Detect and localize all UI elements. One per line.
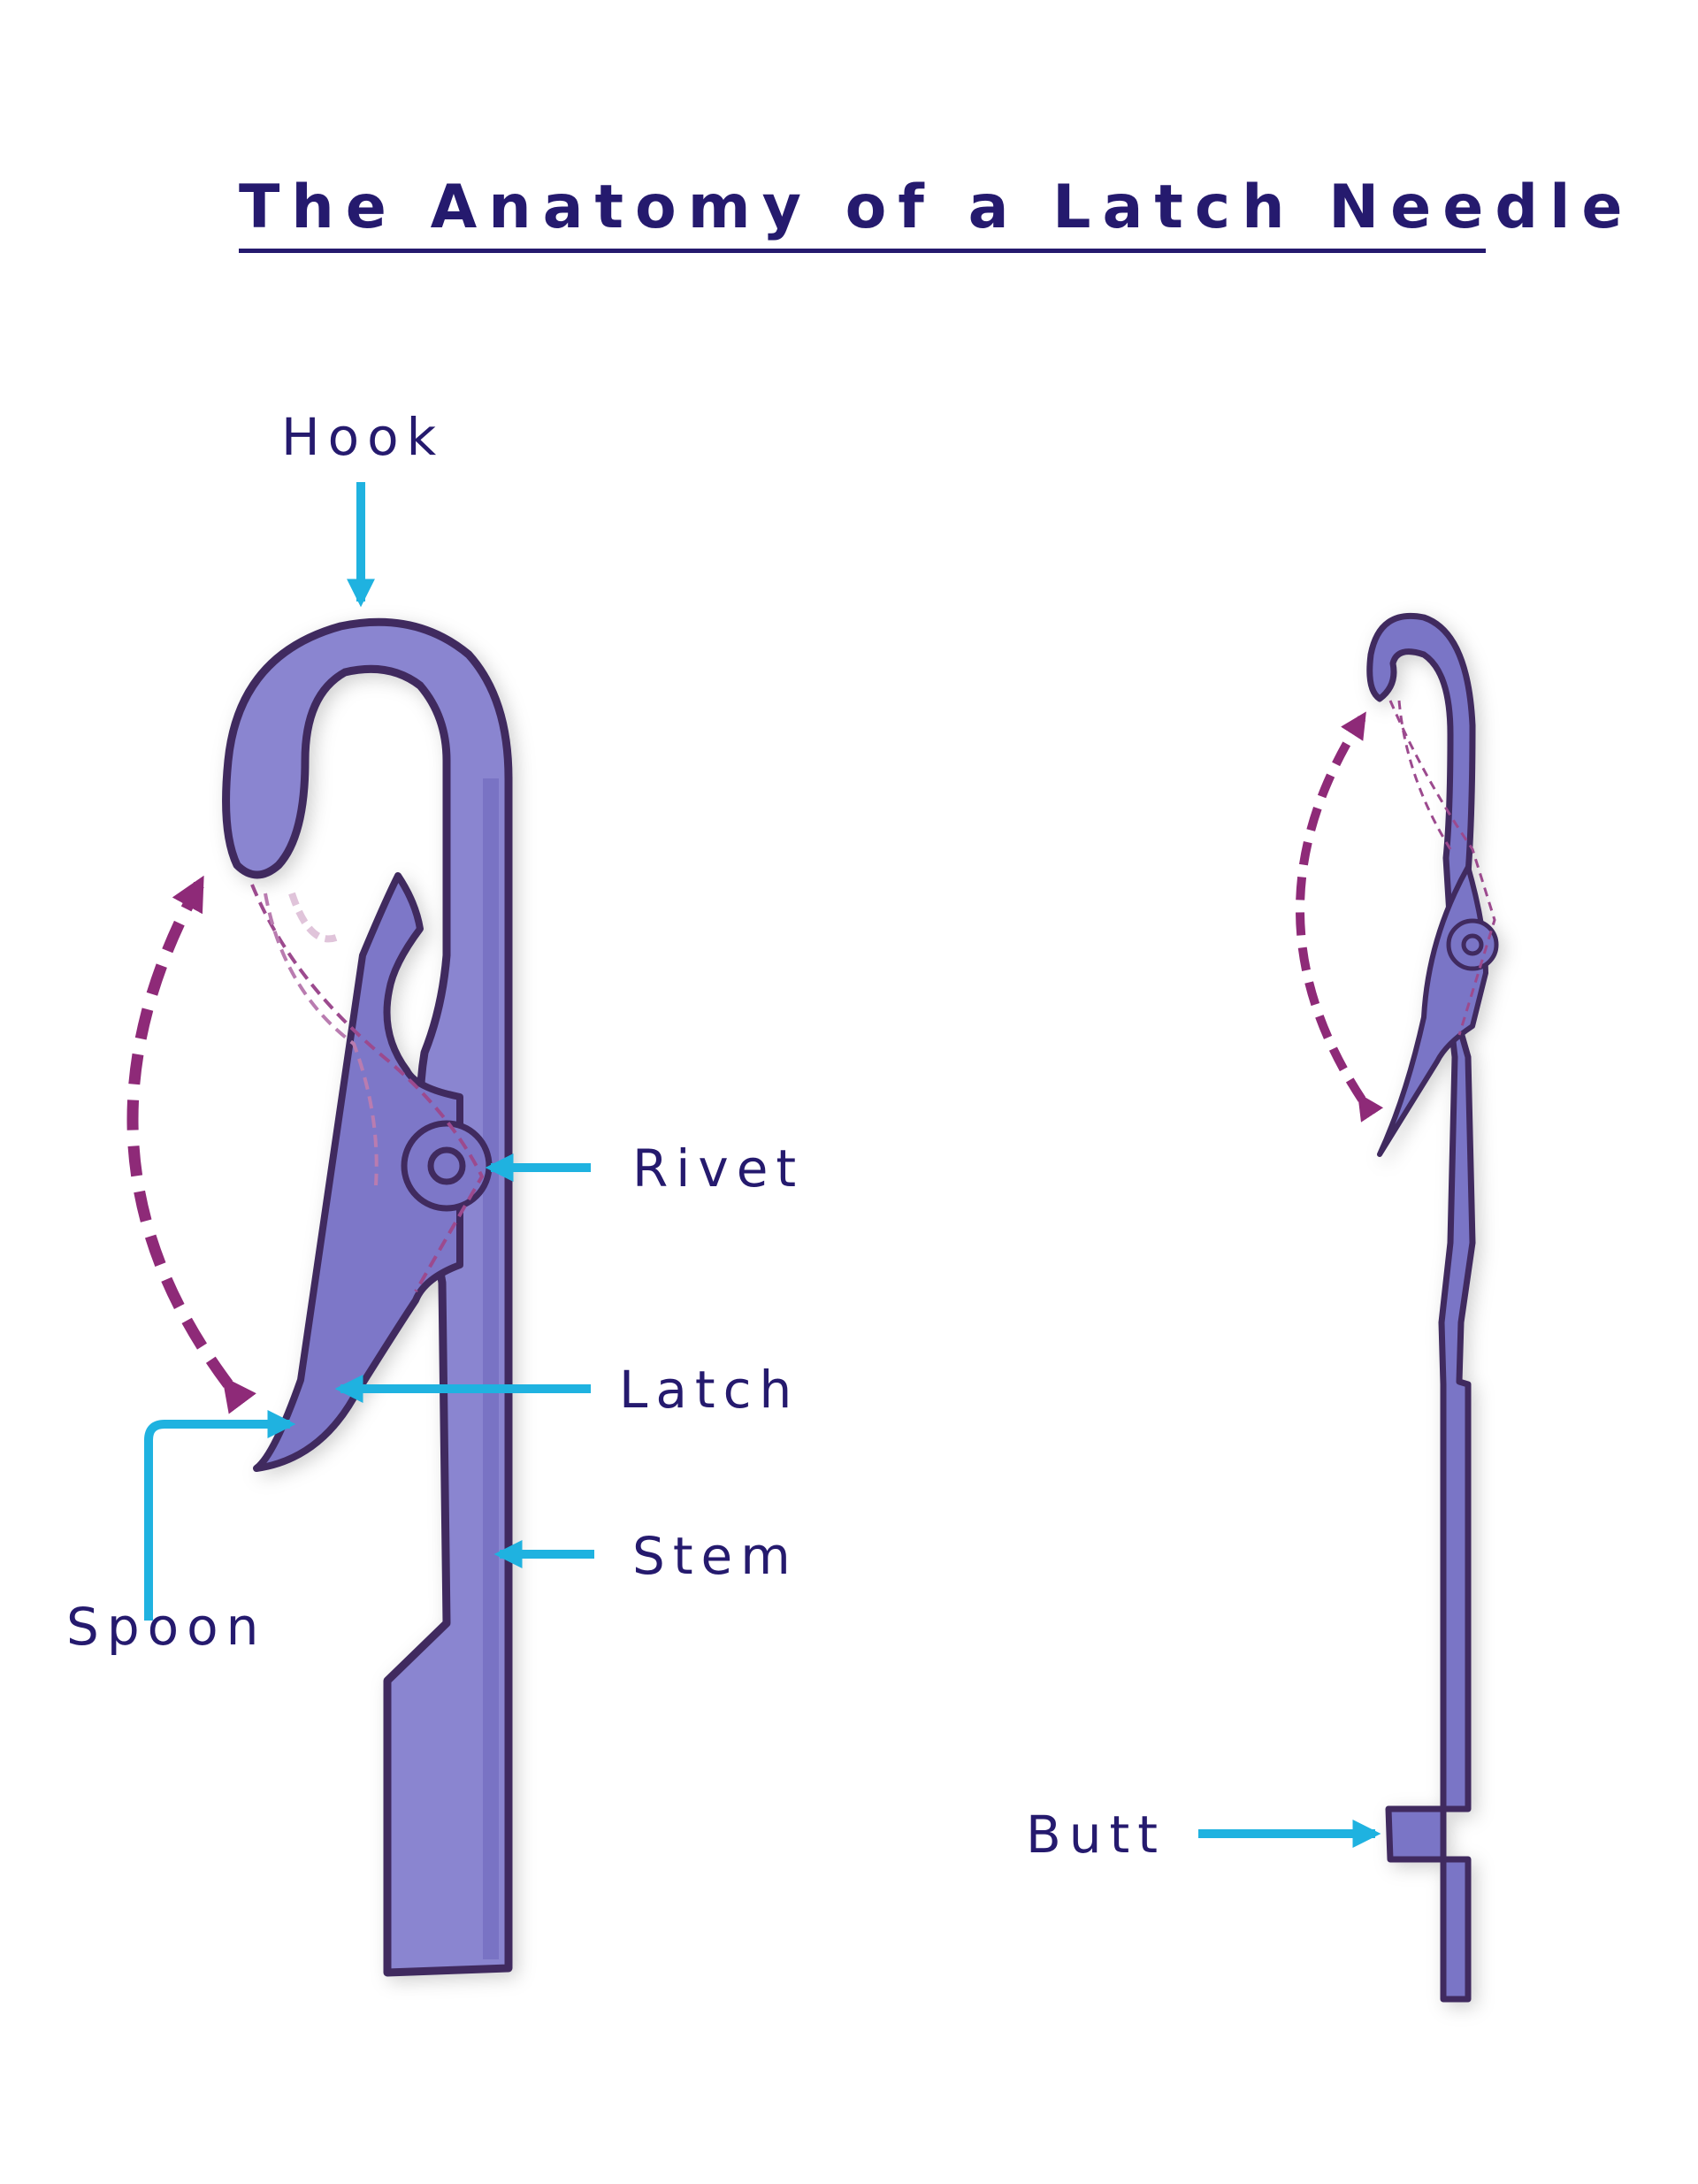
spoon-pointer-arrow [144, 1409, 296, 1621]
large-latch [253, 872, 463, 1472]
butt-label: Butt [1026, 1805, 1166, 1865]
large-latch-ghost-positions [250, 884, 485, 1292]
small-needle [1366, 612, 1499, 2003]
large-rivet [401, 1120, 493, 1212]
stem-label: Stem [632, 1526, 799, 1586]
large-needle-body [222, 617, 513, 1977]
latch-label: Latch [619, 1360, 800, 1420]
hook-label: Hook [281, 407, 445, 467]
small-latch-ghost-positions [1388, 700, 1496, 1036]
small-rivet [1446, 918, 1499, 971]
large-needle [222, 617, 513, 1977]
page-title: The Anatomy of a Latch Needle [239, 172, 1634, 242]
spoon-label: Spoon [66, 1597, 267, 1657]
small-latch-swing-arrow [1296, 711, 1384, 1123]
large-latch-swing-arrow [126, 875, 256, 1414]
small-needle-body [1366, 612, 1476, 2003]
rivet-label: Rivet [632, 1138, 805, 1199]
title-underline [239, 249, 1486, 253]
